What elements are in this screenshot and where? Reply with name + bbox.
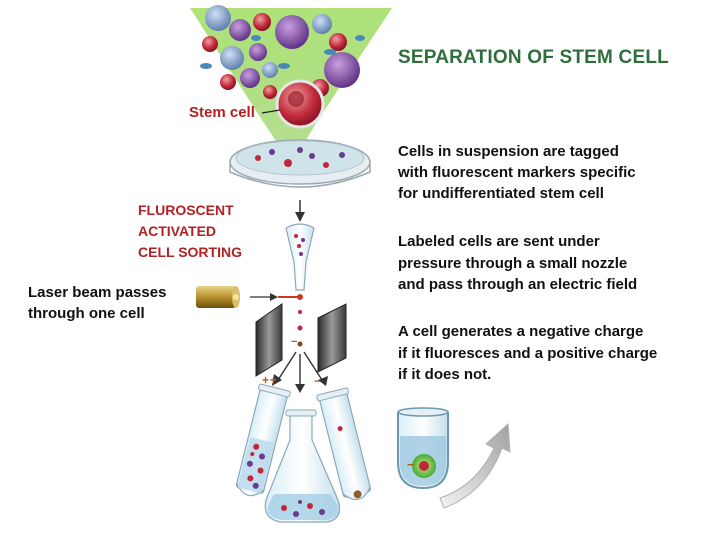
cell-cluster [200,5,365,129]
charge-plus-left: + [262,373,270,387]
charge-minus-droplet: − [291,336,298,348]
step-3-line-1: A cell generates a negative charge [398,323,644,340]
laser-pointer-head [270,293,278,301]
laser-label-line-2: through one cell [28,305,145,322]
stem-cell-pointer [261,109,281,114]
charge-minus-right: − [314,374,322,388]
facs-label-line-2: ACTIVATED [138,223,217,239]
step-2-line-3: and pass through an electric field [398,276,638,293]
droplet-stream [297,310,303,347]
step-1-line-3: for undifferentiated stem cell [398,185,604,202]
petri-dish [229,139,371,188]
charge-minus-zoom: − [407,457,415,472]
page-title: SEPARATION OF STEM CELL [398,47,669,68]
tube-negative [316,387,372,501]
facs-label-line-3: CELL SORTING [138,244,242,260]
stem-cell-label: Stem cell [189,104,255,121]
step-2-line-2: pressure through a small nozzle [398,255,628,272]
charge-plus-tube: + [270,373,278,387]
facs-label-line-1: FLUROSCENT [138,202,234,218]
zoomed-tube [397,407,449,490]
sort-arrow-right [303,351,323,381]
laser-label-line-1: Laser beam passes [28,284,167,301]
step-1-line-1: Cells in suspension are tagged [398,143,619,160]
laser-device [196,286,240,308]
deflection-plate-right [317,303,347,373]
step-3-line-3: if it does not. [398,366,492,383]
flow-arrowhead [295,212,305,222]
collection-flask [264,409,341,523]
nozzle-funnel [285,223,315,291]
tube-positive [235,383,291,497]
sort-arrow-left [277,351,297,381]
curved-arrow [439,422,511,509]
step-2-line-1: Labeled cells are sent under [398,233,600,250]
step-3-line-2: if it fluoresces and a positive charge [398,345,658,362]
deflection-plate-left [255,303,283,377]
step-1-line-2: with fluorescent markers specific [398,164,636,181]
